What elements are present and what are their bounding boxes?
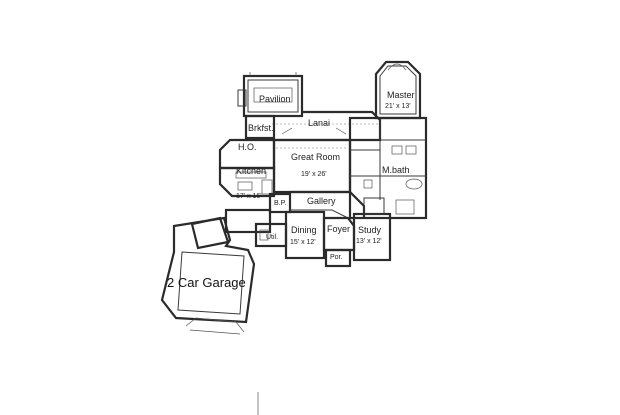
label-kitchen: Kitchen	[236, 166, 266, 176]
label-master-dim: 21' x 13'	[385, 103, 411, 110]
label-garage: 2 Car Garage	[167, 275, 246, 290]
label-ho: H.O.	[238, 142, 257, 152]
kitchen-room	[218, 166, 276, 198]
foyer-room	[322, 216, 356, 252]
label-lanai: Lanai	[308, 118, 330, 128]
label-kitchen-dim: 17' x 16'	[236, 193, 262, 200]
label-dining: Dining	[291, 225, 317, 235]
label-brkfst: Brkfst.	[248, 123, 274, 133]
label-great-room-dim: 19' x 26'	[301, 171, 327, 178]
label-bp: B.P.	[274, 200, 286, 207]
label-great-room: Great Room	[291, 152, 340, 162]
label-gallery: Gallery	[307, 196, 336, 206]
label-study: Study	[358, 225, 382, 235]
label-util: Util.	[266, 234, 278, 241]
label-foyer: Foyer	[327, 224, 350, 234]
butlers-pantry-room	[268, 192, 292, 214]
label-master: Master	[387, 90, 415, 100]
porch-room	[324, 248, 352, 268]
label-pavilion: Pavilion	[259, 94, 291, 104]
study-room	[352, 197, 392, 262]
breakfast-room	[244, 114, 276, 140]
dining-room	[284, 210, 326, 260]
master-bath-room	[348, 116, 428, 220]
label-dining-dim: 15' x 12'	[290, 239, 316, 246]
garage-room	[160, 216, 256, 335]
label-porch: Por.	[330, 254, 343, 261]
label-mbath: M.bath	[382, 165, 410, 175]
label-study-dim: 13' x 12'	[356, 238, 382, 245]
great-room	[272, 138, 352, 194]
